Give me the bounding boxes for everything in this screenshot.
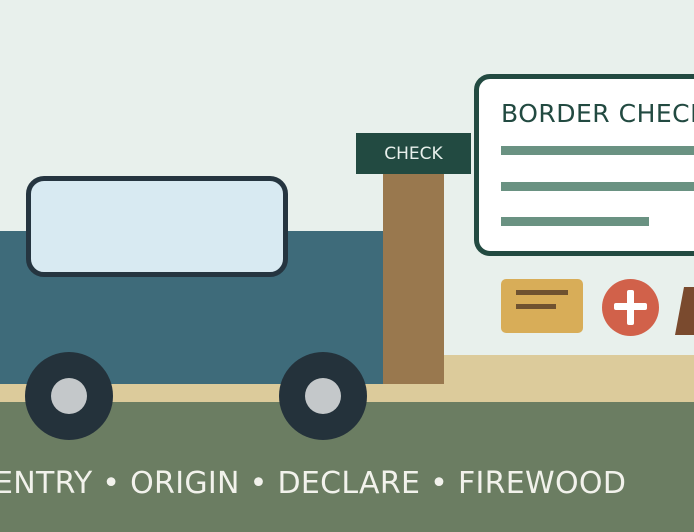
border-check-board: BORDER CHECK [474, 74, 694, 256]
wheel-hub [51, 378, 87, 414]
first-aid-icon [602, 279, 659, 336]
board-text-line [501, 217, 649, 226]
van-rear-wheel [279, 352, 367, 440]
firewood-icon [675, 287, 694, 335]
board-text-line [501, 182, 694, 191]
checkpoint-sign: CHECK [356, 133, 471, 174]
document-line [516, 304, 556, 309]
van-front-wheel [25, 352, 113, 440]
checkpoint-post [383, 172, 444, 384]
van-window [26, 176, 288, 277]
plus-bar-vertical [627, 290, 634, 325]
document-line [516, 290, 568, 295]
caption-text: ENTRY • ORIGIN • DECLARE • FIREWOOD [0, 466, 627, 501]
board-title: BORDER CHECK [501, 99, 694, 128]
document-icon [501, 279, 583, 333]
board-text-line [501, 146, 694, 155]
wheel-hub [305, 378, 341, 414]
